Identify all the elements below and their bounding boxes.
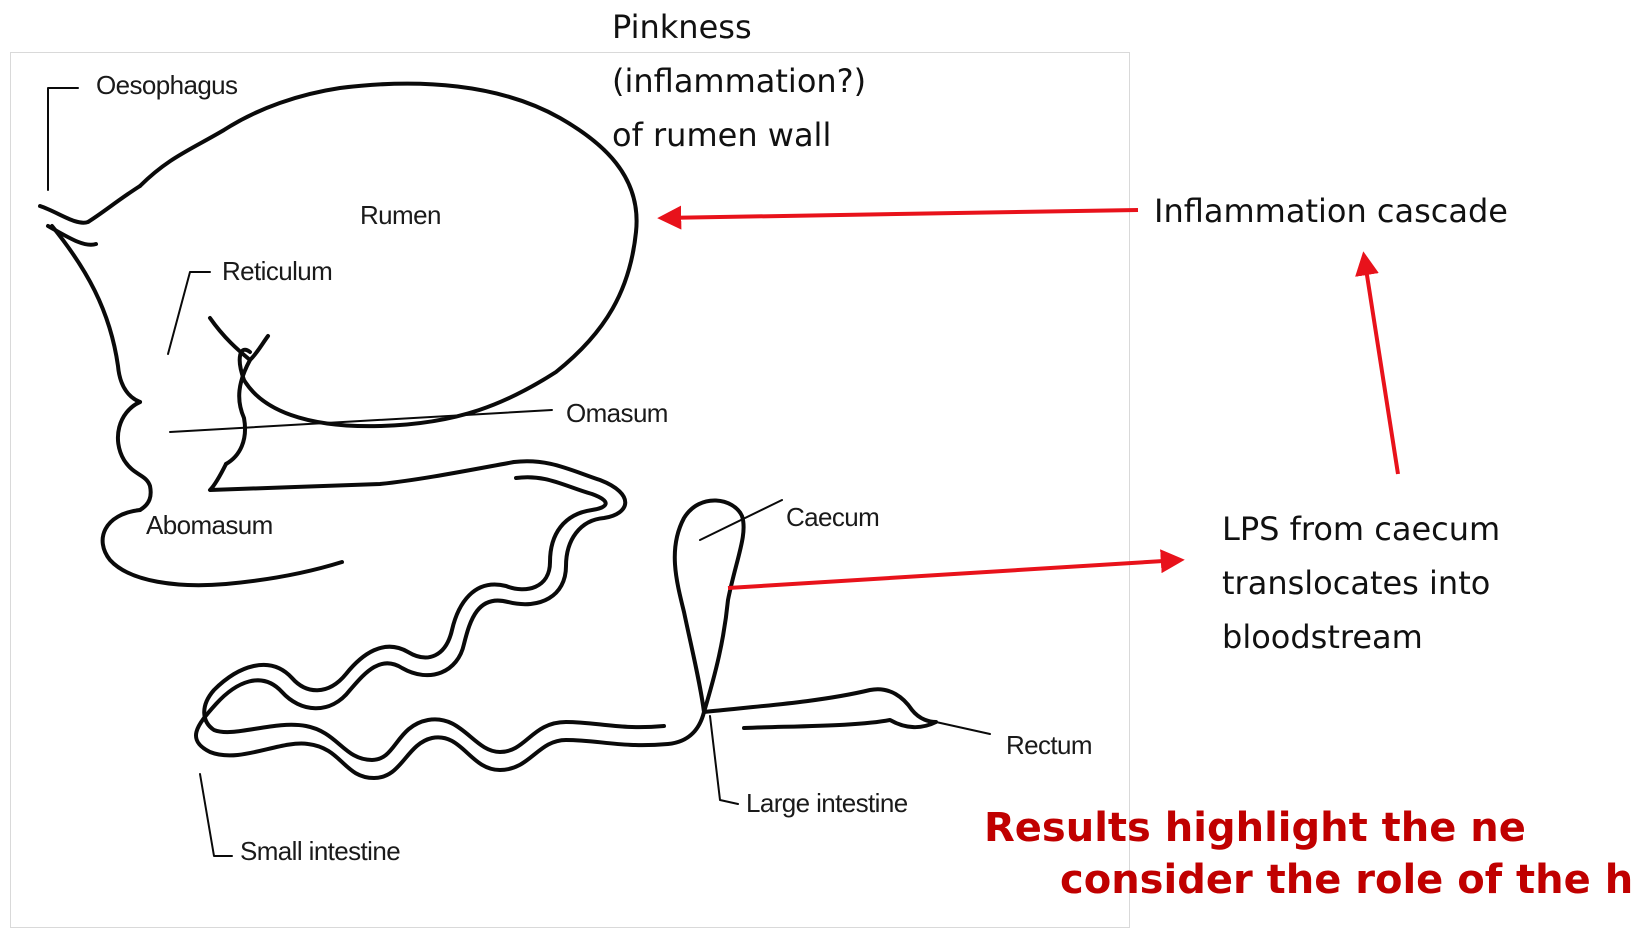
conclusion-line-2: consider the role of the h — [1060, 854, 1633, 906]
arrow-to-rumen-wall — [662, 210, 1138, 218]
callout-pinkness-line-2: (inflammation?) — [612, 54, 866, 108]
callout-inflammation-cascade: Inflammation cascade — [1154, 184, 1508, 238]
conclusion-line-1: Results highlight the ne — [984, 802, 1526, 854]
callout-lps-line-1: LPS from caecum — [1222, 502, 1500, 556]
arrow-lps-to-inflammation — [1364, 256, 1398, 474]
callout-pinkness-line-3: of rumen wall — [612, 108, 866, 162]
callout-lps-line-2: translocates into — [1222, 556, 1500, 610]
callout-pinkness-line-1: Pinkness — [612, 0, 866, 54]
arrow-caecum-to-bloodstream — [728, 560, 1180, 588]
callout-rumen-pinkness: Pinkness (inflammation?) of rumen wall — [612, 0, 866, 162]
callout-lps-translocation: LPS from caecum translocates into bloods… — [1222, 502, 1500, 664]
callout-lps-line-3: bloodstream — [1222, 610, 1500, 664]
